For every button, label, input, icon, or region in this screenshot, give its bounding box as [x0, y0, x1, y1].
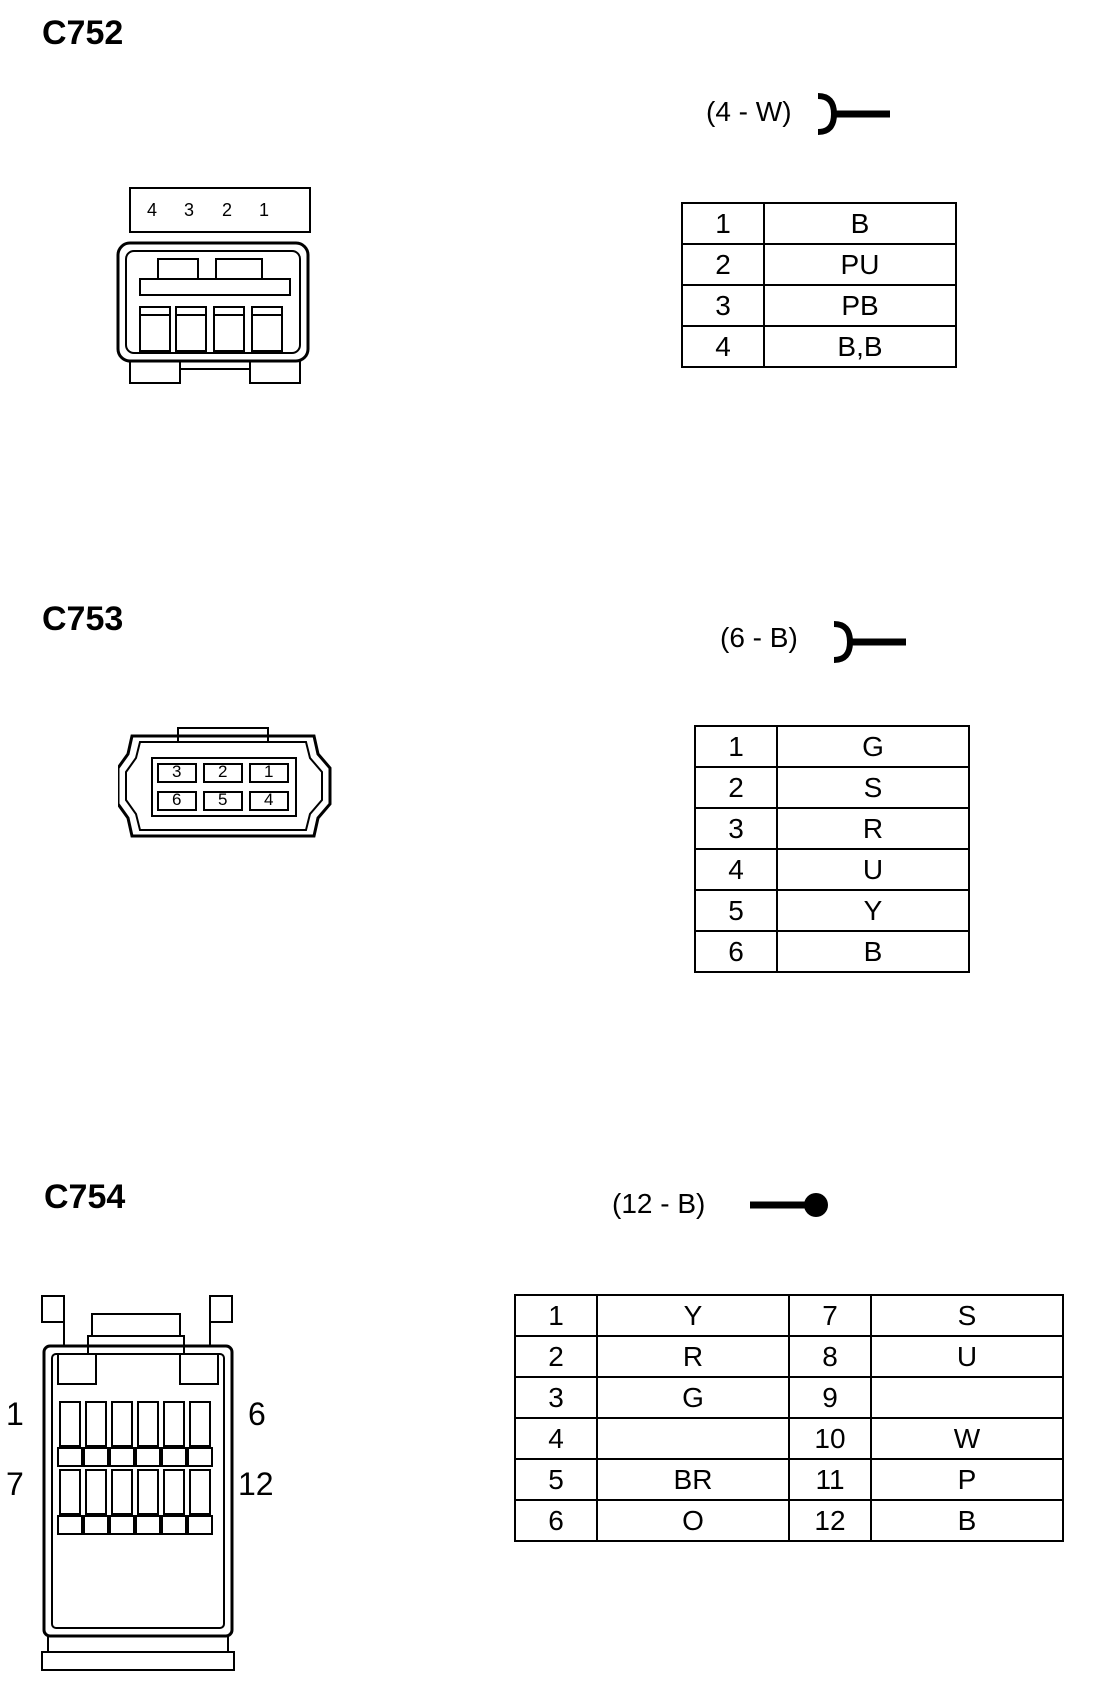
wire-color: G — [776, 725, 970, 768]
face-pin-number: 12 — [238, 1466, 274, 1502]
pin-number: 6 — [514, 1499, 598, 1542]
pin-number: 1 — [514, 1294, 598, 1337]
wire-color: S — [776, 766, 970, 809]
connector-face-c752 — [116, 187, 311, 384]
connector-title: C752 — [42, 14, 124, 52]
face-pin-number: 2 — [218, 762, 228, 781]
pin-number: 2 — [514, 1335, 598, 1378]
table-row: 2 R 8 U — [514, 1335, 1064, 1378]
pin-number: 6 — [694, 930, 778, 973]
table-row: 5 BR 11 P — [514, 1458, 1064, 1501]
pin-number: 1 — [694, 725, 778, 768]
pinout-table-c754: 1 Y 7 S 2 R 8 U 3 G 9 4 10 W 5 BR 11 P 6… — [514, 1294, 1064, 1542]
pin-number: 3 — [681, 284, 765, 327]
connector-title: C753 — [42, 600, 124, 638]
face-pin-number: 1 — [264, 762, 274, 781]
face-pin-number: 1 — [6, 1396, 24, 1432]
wire-color: W — [870, 1417, 1064, 1460]
pin-number: 5 — [514, 1458, 598, 1501]
wire-color: B — [776, 930, 970, 973]
female-terminal-icon — [817, 93, 890, 135]
wire-color: Y — [776, 889, 970, 932]
wire-color: U — [870, 1335, 1064, 1378]
table-row: 6 O 12 B — [514, 1499, 1064, 1542]
pin-number: 7 — [788, 1294, 872, 1337]
wire-color: B — [870, 1499, 1064, 1542]
table-row: 3 G 9 — [514, 1376, 1064, 1419]
table-row: 4 10 W — [514, 1417, 1064, 1460]
pin-number: 4 — [694, 848, 778, 891]
table-row: 1 Y 7 S — [514, 1294, 1064, 1337]
face-pin-number: 1 — [259, 200, 270, 220]
face-pin-number: 2 — [222, 200, 233, 220]
wire-color: B — [763, 202, 957, 245]
face-pin-number: 6 — [248, 1396, 266, 1432]
face-pin-number: 6 — [172, 790, 182, 809]
wire-color: R — [596, 1335, 790, 1378]
male-terminal-icon — [750, 1193, 828, 1217]
wire-color: Y — [596, 1294, 790, 1337]
wire-color: BR — [596, 1458, 790, 1501]
pin-number: 3 — [514, 1376, 598, 1419]
face-pin-number: 4 — [264, 790, 274, 809]
connector-spec: (4 - W) — [706, 96, 792, 127]
pin-number: 4 — [514, 1417, 598, 1460]
wire-color: B,B — [763, 325, 957, 368]
pin-number: 2 — [694, 766, 778, 809]
wire-color: S — [870, 1294, 1064, 1337]
face-pin-number: 4 — [147, 200, 158, 220]
wire-color: PB — [763, 284, 957, 327]
pin-number: 3 — [694, 807, 778, 850]
pin-number: 4 — [681, 325, 765, 368]
connector-face-c754 — [41, 1295, 235, 1671]
wire-color: P — [870, 1458, 1064, 1501]
wire-color: PU — [763, 243, 957, 286]
face-pin-number: 7 — [6, 1466, 24, 1502]
face-pin-number: 5 — [218, 790, 228, 809]
female-terminal-icon — [833, 621, 906, 663]
pin-number: 11 — [788, 1458, 872, 1501]
connector-face-c753 — [118, 727, 332, 838]
connector-title: C754 — [44, 1178, 126, 1216]
wire-color: U — [776, 848, 970, 891]
pin-number: 9 — [788, 1376, 872, 1419]
connector-spec: (6 - B) — [720, 622, 798, 653]
pin-number: 5 — [694, 889, 778, 932]
wire-color — [596, 1417, 790, 1460]
wire-color: R — [776, 807, 970, 850]
face-pin-number: 3 — [172, 762, 182, 781]
wire-color — [870, 1376, 1064, 1419]
face-pin-number: 3 — [184, 200, 195, 220]
pin-number: 2 — [681, 243, 765, 286]
pin-number: 12 — [788, 1499, 872, 1542]
pin-number: 1 — [681, 202, 765, 245]
wire-color: G — [596, 1376, 790, 1419]
connector-spec: (12 - B) — [612, 1188, 706, 1219]
wire-color: O — [596, 1499, 790, 1542]
pin-number: 10 — [788, 1417, 872, 1460]
pin-number: 8 — [788, 1335, 872, 1378]
